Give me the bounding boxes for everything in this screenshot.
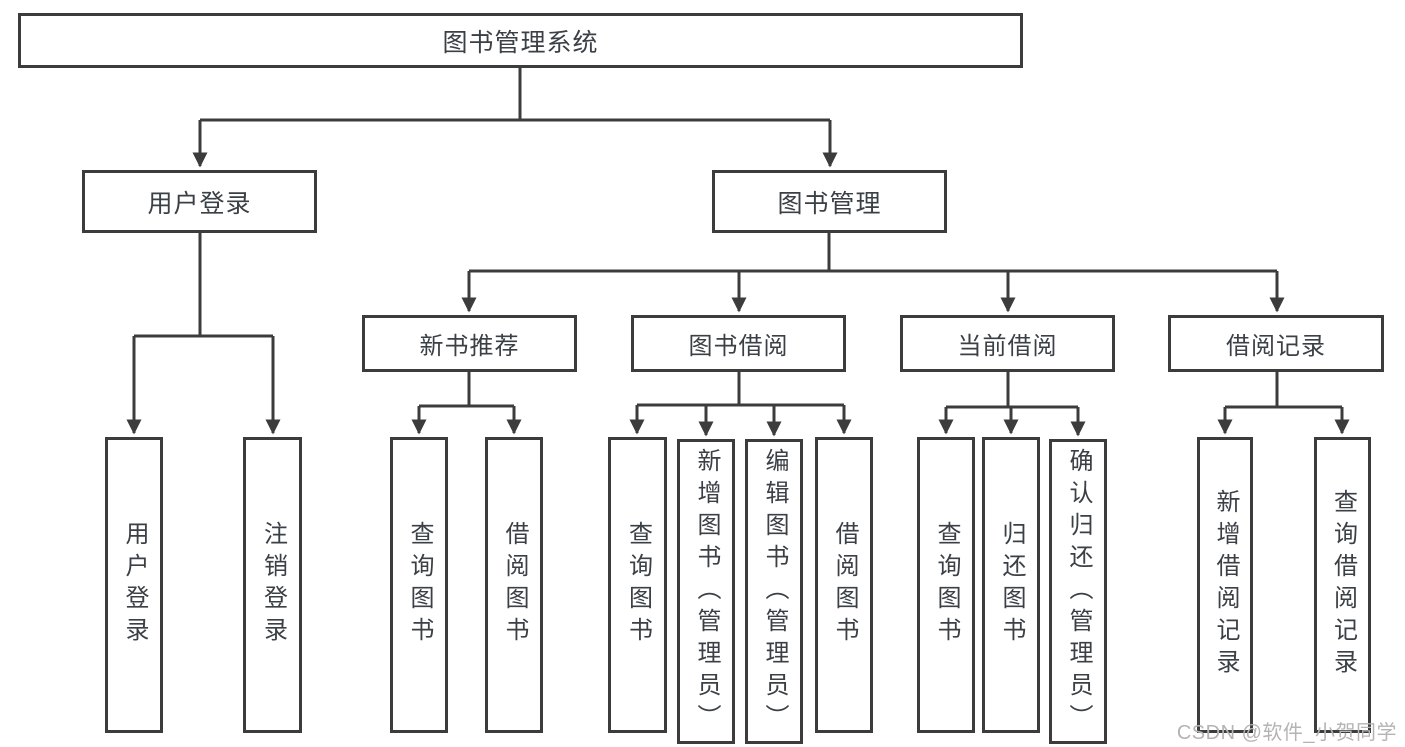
node-label: 查询图书 [406, 521, 433, 649]
node-label: 归还图书 [998, 521, 1025, 649]
leaf-recommend-query-books: 查询图书 [390, 437, 448, 733]
node-label: 确认归还（管理员） [1065, 447, 1092, 736]
connector-root-split [192, 67, 838, 168]
leaf-confirm-return-admin: 确认归还（管理员） [1049, 439, 1107, 744]
node-book-management-branch: 图书管理 [712, 170, 947, 233]
node-label: 用户登录 [121, 521, 148, 649]
node-label: 借阅图书 [501, 521, 528, 649]
leaf-borrow-query-books: 查询图书 [608, 437, 667, 733]
node-library-management-system: 图书管理系统 [18, 13, 1023, 68]
node-label: 查询借阅记录 [1329, 489, 1357, 681]
leaf-user-login: 用户登录 [105, 437, 163, 733]
leaf-query-borrow-record: 查询借阅记录 [1314, 437, 1371, 733]
leaf-add-borrow-record: 新增借阅记录 [1197, 437, 1253, 733]
node-label: 图书管理系统 [442, 28, 599, 57]
connector-management-split [461, 232, 1285, 313]
leaf-edit-books-admin: 编辑图书（管理员） [745, 439, 803, 744]
node-label: 查询图书 [933, 521, 960, 649]
node-label: 图书借阅 [688, 333, 789, 360]
node-current-borrowing: 当前借阅 [900, 315, 1115, 372]
csdn-watermark: CSDN @软件_小贺同学 [1176, 722, 1397, 744]
node-label: 新增图书（管理员） [693, 447, 720, 736]
leaf-add-books-admin: 新增图书（管理员） [677, 439, 735, 744]
leaf-borrow-books: 借阅图书 [815, 437, 873, 733]
leaf-logout: 注销登录 [243, 437, 302, 733]
node-label: 编辑图书（管理员） [761, 447, 788, 736]
node-user-login-branch: 用户登录 [82, 170, 317, 233]
node-label: 图书管理 [777, 189, 882, 218]
node-label: 借阅图书 [831, 521, 858, 649]
leaf-return-books: 归还图书 [982, 437, 1040, 733]
node-label: 用户登录 [147, 189, 252, 218]
connector-current-split [938, 372, 1086, 437]
node-borrowing-records: 借阅记录 [1168, 315, 1384, 372]
connector-login-split [126, 232, 281, 435]
leaf-recommend-borrow-books: 借阅图书 [485, 437, 543, 733]
node-label: 当前借阅 [957, 333, 1058, 360]
connector-borrow-split [629, 372, 852, 437]
node-book-borrowing: 图书借阅 [631, 315, 846, 372]
connector-recommend-split [411, 372, 522, 435]
node-label: 注销登录 [259, 521, 287, 649]
connector-records-split [1217, 372, 1350, 435]
leaf-current-query-books: 查询图书 [917, 437, 975, 733]
node-label: 新增借阅记录 [1212, 489, 1239, 681]
node-label: 新书推荐 [419, 333, 520, 360]
node-label: 借阅记录 [1226, 333, 1326, 360]
node-label: 查询图书 [624, 521, 652, 649]
node-new-book-recommendation: 新书推荐 [362, 315, 577, 372]
